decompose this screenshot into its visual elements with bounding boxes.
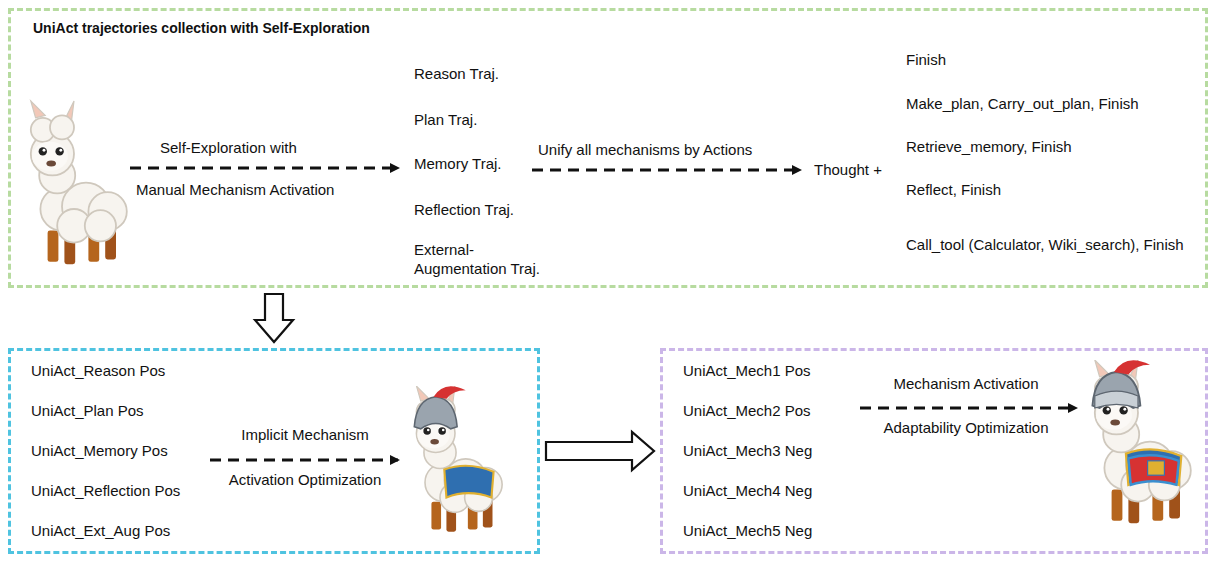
annotation-text: Make_plan, Carry_out_plan, Finish bbox=[906, 94, 1139, 113]
dataset-item: UniAct_Mech1 Pos bbox=[683, 361, 811, 380]
dashed-arrow bbox=[210, 459, 398, 462]
annotation-text: Activation Optimization bbox=[229, 470, 382, 489]
dataset-item: UniAct_Mech4 Neg bbox=[683, 481, 812, 500]
annotation-text: Reflection Traj. bbox=[414, 200, 514, 219]
dataset-item: UniAct_Mech2 Pos bbox=[683, 401, 811, 420]
dataset-item: UniAct_Reflection Pos bbox=[31, 481, 180, 500]
dashed-arrow bbox=[130, 167, 398, 170]
annotation-text: Implicit Mechanism bbox=[241, 425, 369, 444]
dataset-item: UniAct_Memory Pos bbox=[31, 441, 168, 460]
dashed-arrow bbox=[860, 407, 1076, 410]
annotation-text: Memory Traj. bbox=[414, 154, 502, 173]
annotation-text: Adaptability Optimization bbox=[883, 418, 1048, 437]
block-arrow bbox=[546, 432, 654, 470]
dataset-item: UniAct_Plan Pos bbox=[31, 401, 144, 420]
knight-llama-illustration bbox=[414, 386, 502, 532]
dataset-item: UniAct_Ext_Aug Pos bbox=[31, 521, 170, 540]
block-arrow bbox=[255, 294, 293, 342]
annotation-text: Mechanism Activation bbox=[893, 374, 1038, 393]
annotation-text: Reason Traj. bbox=[414, 64, 499, 83]
annotation-text: Thought + bbox=[814, 160, 882, 179]
arrow-shape bbox=[546, 432, 654, 470]
annotation-text: Plan Traj. bbox=[414, 110, 477, 129]
annotation-text: Finish bbox=[906, 50, 946, 69]
annotation-text: External- Augmentation Traj. bbox=[414, 240, 564, 278]
armored-llama-illustration bbox=[1092, 360, 1190, 523]
annotation-text: Retrieve_memory, Finish bbox=[906, 137, 1072, 156]
dashed-region: UniAct_Reason PosUniAct_Plan PosUniAct_M… bbox=[8, 348, 540, 554]
annotation-text: Call_tool (Calculator, Wiki_search), Fin… bbox=[906, 235, 1198, 254]
arrow-shape bbox=[255, 294, 293, 342]
annotation-text: Manual Mechanism Activation bbox=[136, 180, 334, 199]
dashed-arrow bbox=[532, 169, 800, 172]
dataset-item: UniAct_Reason Pos bbox=[31, 361, 165, 380]
dataset-item: UniAct_Mech3 Neg bbox=[683, 441, 812, 460]
annotation-text: Self-Exploration with bbox=[160, 138, 297, 157]
dataset-item: UniAct_Mech5 Neg bbox=[683, 521, 812, 540]
llama-illustration bbox=[31, 101, 127, 264]
region-heading: UniAct trajectories collection with Self… bbox=[33, 19, 370, 38]
annotation-text: Reflect, Finish bbox=[906, 180, 1001, 199]
annotation-text: Unify all mechanisms by Actions bbox=[538, 140, 752, 159]
